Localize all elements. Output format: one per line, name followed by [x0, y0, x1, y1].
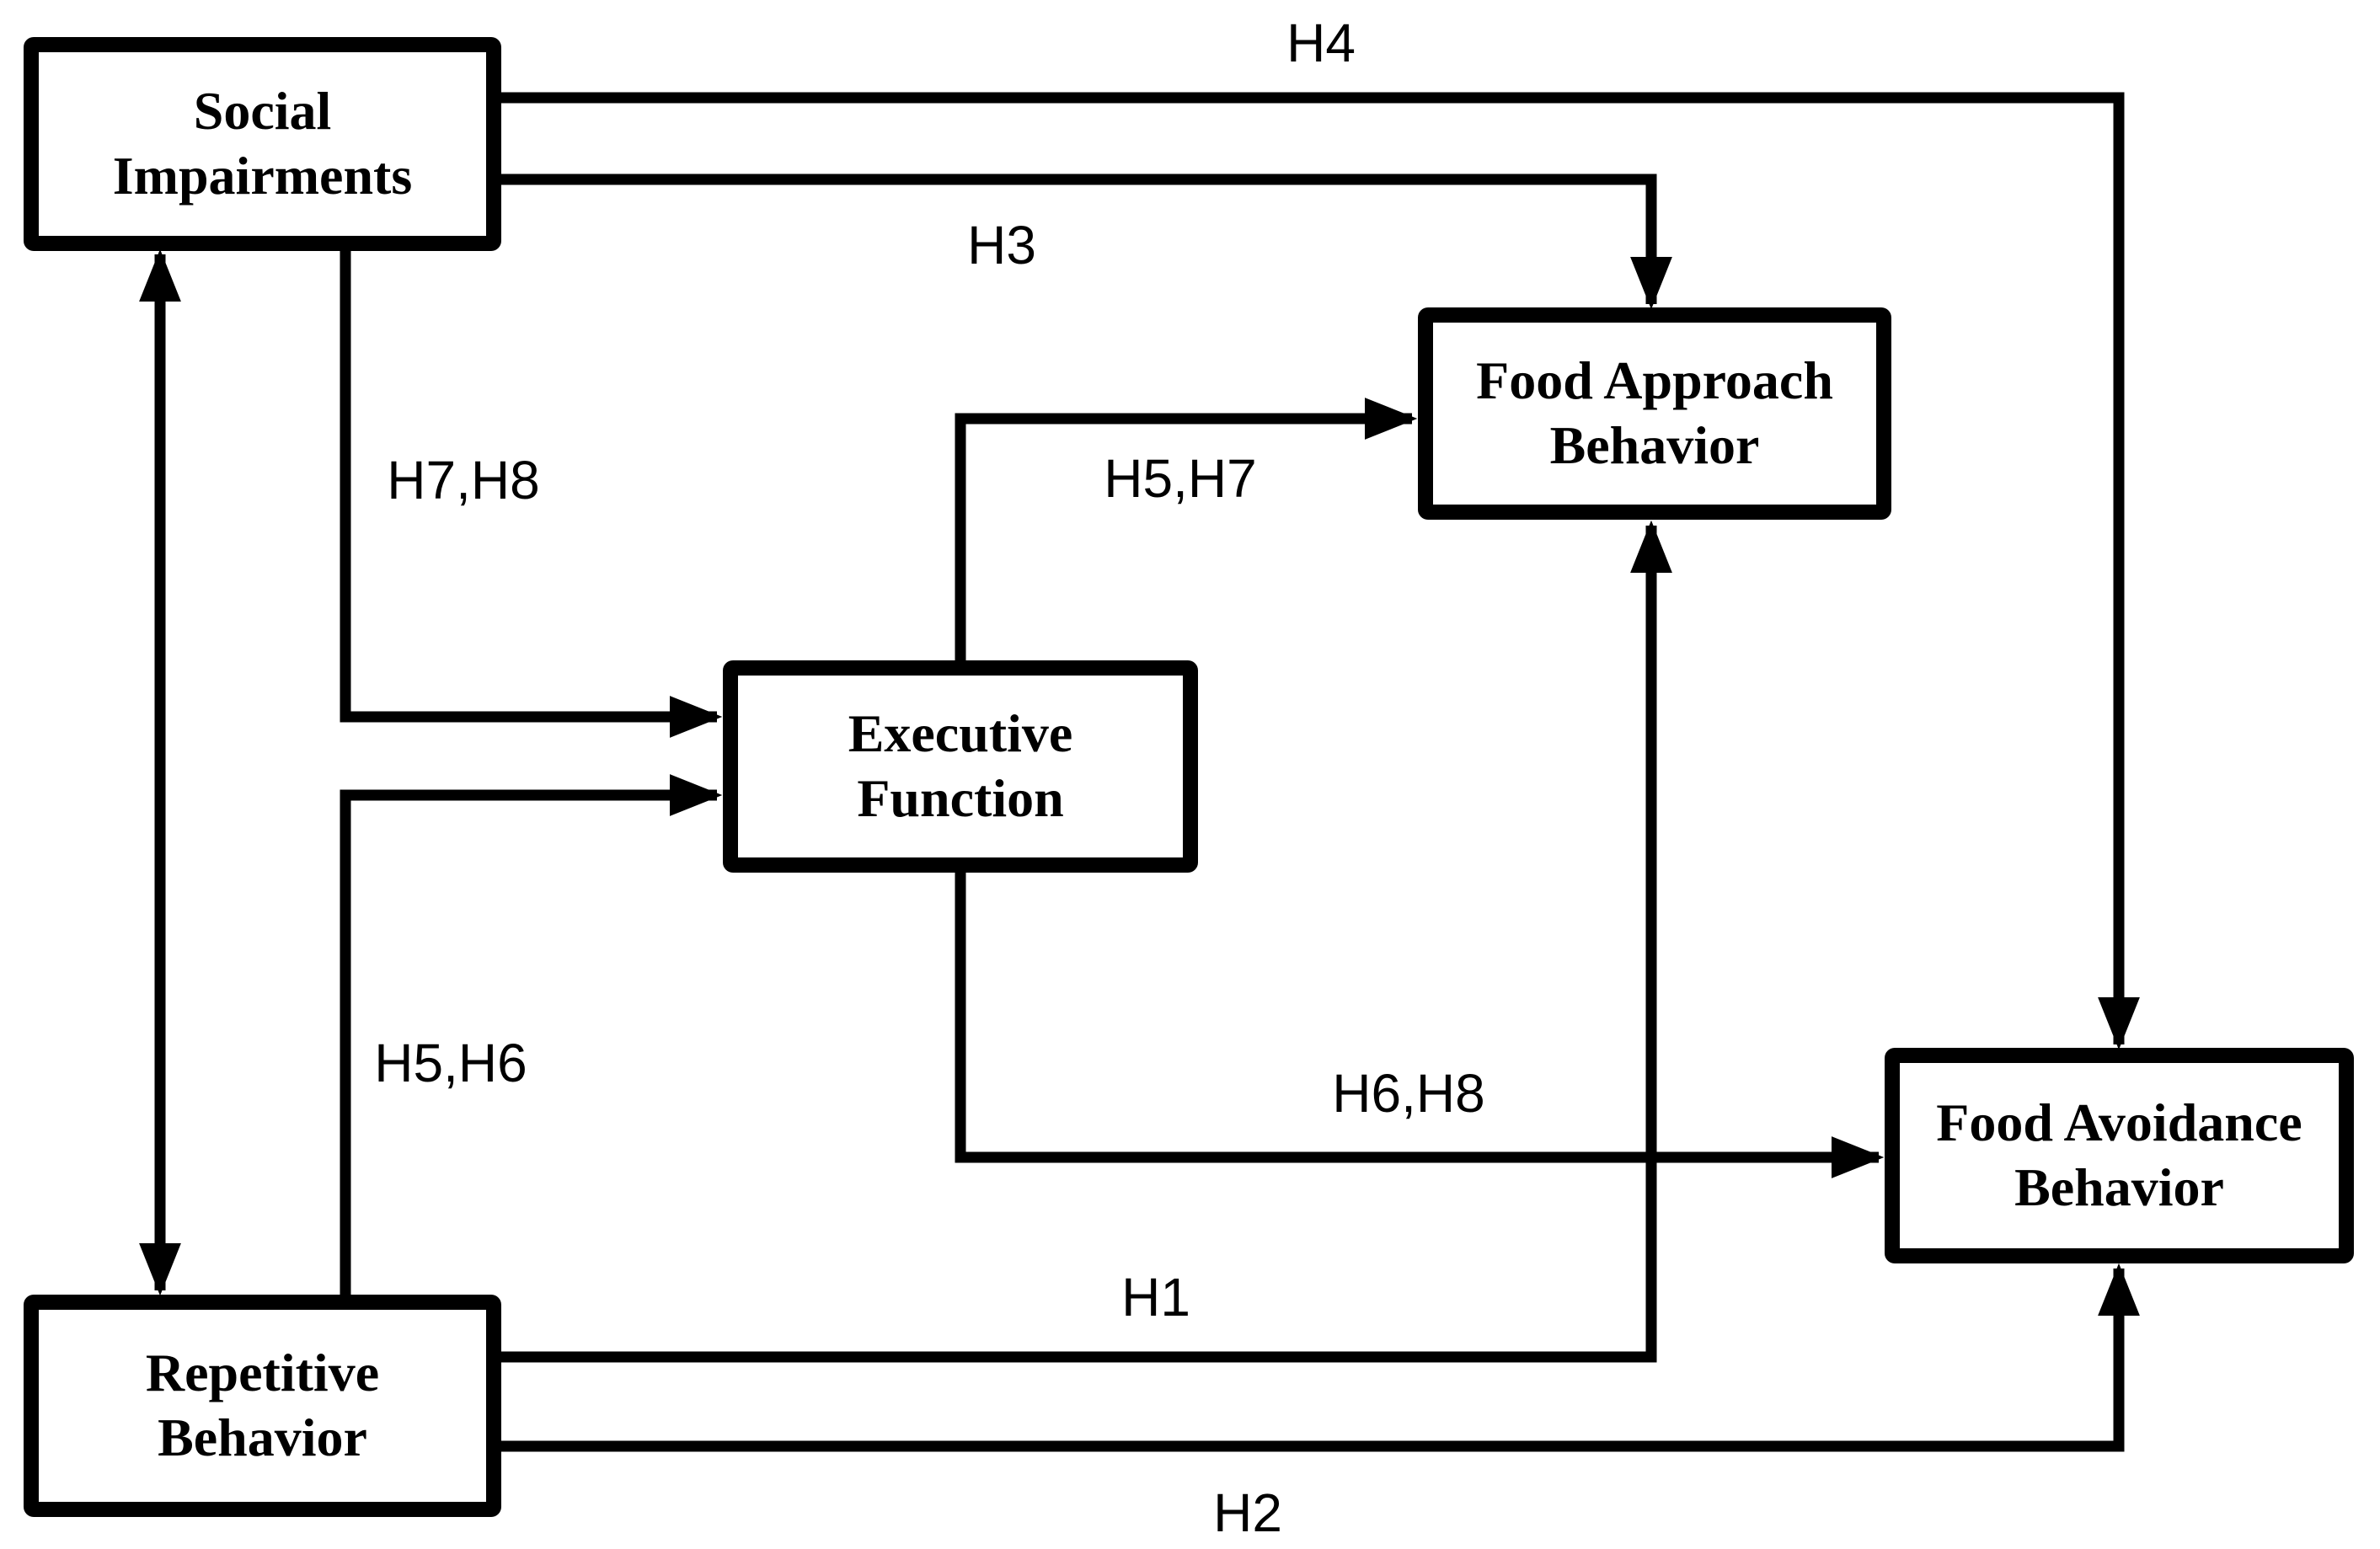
arrow-h5h7-executive-to-approach [955, 398, 1418, 667]
node-food-avoidance-behavior: Food Avoidance Behavior [1885, 1048, 2354, 1263]
arrow-h5h6-repetitive-to-executive [340, 774, 723, 1301]
node-executive-function: Executive Function [723, 660, 1198, 873]
edge-label-h5h7: H5,H7 [1104, 448, 1257, 509]
node-repetitive-behavior: Repetitive Behavior [24, 1295, 501, 1517]
edge-label-h1: H1 [1121, 1267, 1190, 1327]
arrow-h4-social-to-avoidance [493, 92, 2140, 1050]
arrow-h7h8-social-to-executive [340, 244, 723, 738]
edge-label-h7h8: H7,H8 [387, 450, 540, 510]
node-label: Repetitive Behavior [145, 1343, 380, 1467]
node-social-impairments: Social Impairments [24, 37, 501, 251]
edge-label-h2: H2 [1213, 1482, 1282, 1543]
arrow-h3-social-to-approach [493, 174, 1672, 310]
edge-label-h4: H4 [1286, 13, 1356, 73]
arrow-h6h8-executive-to-avoidance [955, 866, 1885, 1178]
edge-label-h3: H3 [967, 215, 1036, 275]
edge-label-h6h8: H6,H8 [1332, 1063, 1485, 1124]
node-label: Executive Function [848, 703, 1073, 828]
node-label: Food Avoidance Behavior [1936, 1092, 2302, 1217]
arrow-h2-repetitive-to-avoidance [493, 1263, 2140, 1452]
node-label: Food Approach Behavior [1476, 350, 1833, 475]
node-label: Social Impairments [112, 81, 413, 206]
node-food-approach-behavior: Food Approach Behavior [1418, 307, 1891, 520]
arrow-h1-repetitive-to-approach [493, 520, 1672, 1363]
edge-label-h5h6: H5,H6 [374, 1033, 527, 1093]
